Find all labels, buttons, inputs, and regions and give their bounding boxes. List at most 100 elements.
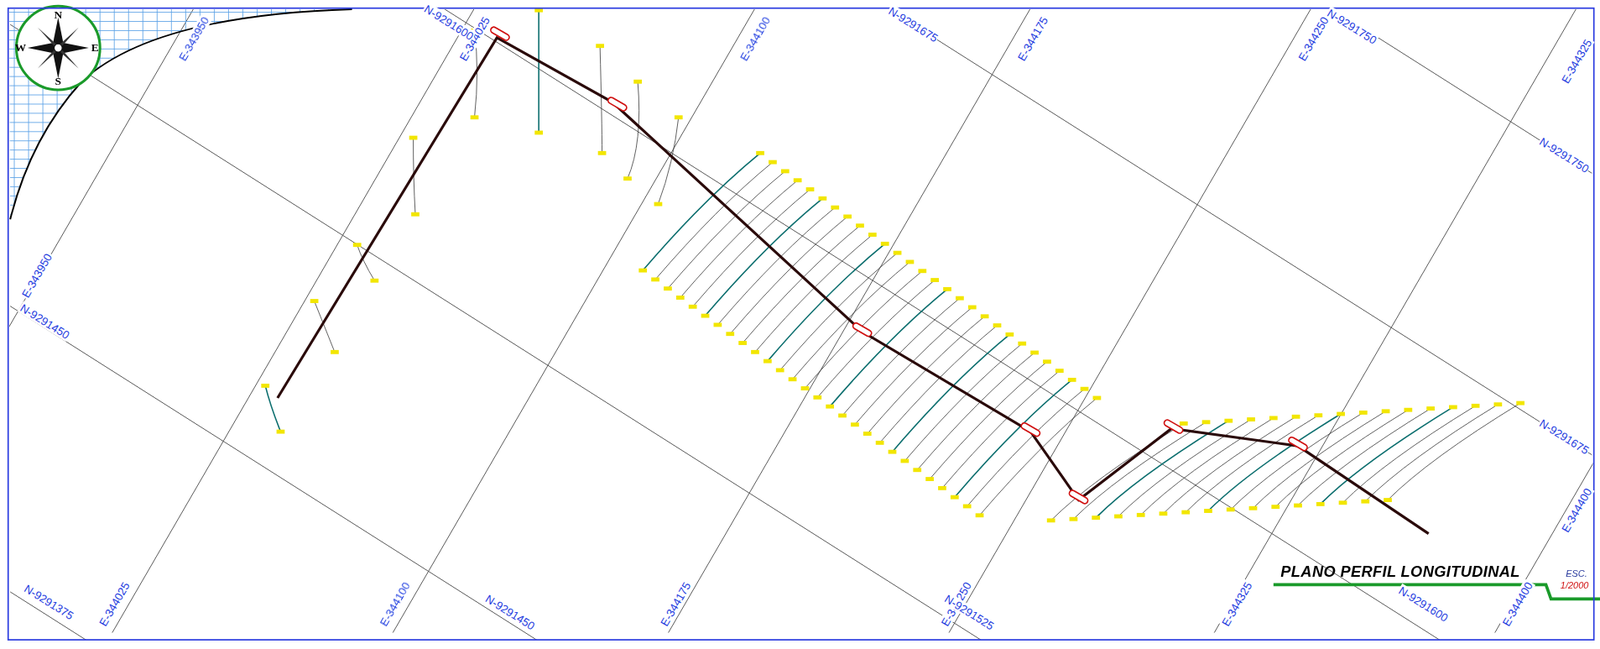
elevation-tag: [850, 422, 860, 427]
elevation-tag: [701, 313, 710, 318]
elevation-tag: [598, 151, 607, 156]
elevation-tag: [813, 395, 822, 400]
northing-line: [10, 306, 1592, 640]
elevation-tag: [975, 512, 985, 517]
elevation-tag: [1114, 514, 1123, 519]
grid-coordinate: E-344325: [1219, 578, 1256, 630]
grid-coordinate: E-343950: [18, 250, 55, 301]
hatch-line: [299, 9, 301, 225]
contour-line: [729, 216, 848, 334]
hatch-line: [9, 158, 353, 160]
contour-line: [599, 46, 602, 154]
sheet-border: [8, 8, 1595, 640]
elevation-tag: [806, 187, 815, 192]
elevation-tag: [1471, 403, 1481, 408]
elevation-tag: [825, 404, 834, 409]
grid-coordinate: N-9291675: [885, 4, 941, 46]
elevation-tag: [1093, 396, 1102, 401]
contour-line: [265, 385, 281, 432]
compass-letter: N: [53, 10, 63, 21]
elevation-tag: [595, 43, 605, 48]
hatch-line: [313, 9, 315, 225]
hatch-line: [9, 177, 353, 178]
vertex-marker: [1287, 435, 1309, 451]
elevation-tag: [1017, 341, 1027, 346]
elevation-tag: [674, 114, 683, 120]
elevation-tag: [912, 467, 922, 472]
easting-line: [392, 9, 756, 633]
elevation-tag: [411, 212, 420, 217]
hatch-line: [9, 140, 353, 141]
elevation-tag: [1047, 517, 1056, 522]
elevation-tag: [906, 260, 915, 265]
grid-coordinate: N-9291750: [1323, 5, 1380, 47]
contour-line: [1275, 409, 1408, 506]
elevation-tag: [1246, 416, 1256, 422]
hatch-line: [213, 9, 215, 225]
hatch-line: [156, 9, 158, 225]
grid-coordinate: N-9291600: [1396, 583, 1452, 625]
elevation-tag: [968, 305, 977, 310]
elevation-tag: [781, 168, 790, 173]
elevation-tag: [1403, 407, 1413, 412]
elevation-tag: [1181, 510, 1190, 515]
northing-line: [10, 24, 1592, 640]
elevation-tag: [955, 296, 965, 301]
title-underline: [1273, 583, 1600, 599]
hatch-line: [328, 9, 329, 225]
elevation-tag: [638, 268, 647, 273]
coordinate-grid: [9, 9, 1594, 640]
hatch-line: [9, 103, 353, 105]
vertex-marks: [489, 26, 1309, 505]
elevation-tag: [763, 359, 772, 364]
hatch-line: [9, 186, 353, 188]
elevation-tag: [868, 232, 877, 237]
scale-value: 1/2000: [1560, 580, 1589, 591]
elevation-tag: [793, 177, 803, 183]
elevation-tag: [925, 476, 934, 481]
grid-coordinate: E-344100: [376, 578, 413, 630]
elevation-tag: [1293, 503, 1303, 508]
elevation-tag: [633, 79, 642, 84]
elevation-tag: [843, 214, 852, 219]
compass-letter: S: [55, 76, 62, 88]
elevation-tag: [1360, 499, 1370, 504]
elevation-tag: [1030, 350, 1039, 355]
elevation-tag: [663, 286, 673, 291]
contour-line: [627, 81, 640, 178]
elevation-tag: [917, 268, 927, 273]
contour-line: [804, 271, 923, 389]
elevation-tag: [1313, 412, 1323, 417]
elevation-tag: [1224, 418, 1233, 423]
hatch-line: [9, 167, 353, 169]
elevation-tag: [1159, 510, 1168, 516]
elevation-tag: [830, 205, 840, 210]
elevation-tag: [838, 413, 847, 418]
compass-letter: W: [15, 41, 27, 53]
compass-rose: [27, 17, 89, 79]
elevation-tag: [1042, 359, 1052, 364]
elevation-tag: [260, 383, 270, 388]
road-alignment: [277, 37, 1429, 534]
elevation-tag: [714, 322, 723, 327]
contour-line: [680, 180, 798, 298]
elevation-tag: [788, 376, 798, 381]
elevation-tag: [863, 431, 872, 436]
elevation-tag: [1494, 401, 1503, 407]
contour-line: [755, 234, 873, 353]
elevation-tag: [755, 151, 765, 156]
vertex-marker: [1068, 489, 1090, 505]
sheet-title: PLANO PERFIL LONGITUDINAL: [1280, 562, 1520, 580]
contour-line: [1073, 422, 1206, 519]
contour-line: [929, 361, 1048, 480]
elevation-tag: [1359, 410, 1368, 415]
grid-coordinate: N-9291750: [1536, 134, 1592, 176]
contour-line: [891, 333, 1010, 452]
elevation-tag: [1381, 408, 1391, 413]
elevation-tag: [676, 295, 685, 300]
elevation-tag: [1203, 508, 1213, 513]
elevation-tag: [1068, 377, 1077, 382]
hatch-line: [14, 9, 16, 225]
elevation-tag: [310, 298, 319, 303]
